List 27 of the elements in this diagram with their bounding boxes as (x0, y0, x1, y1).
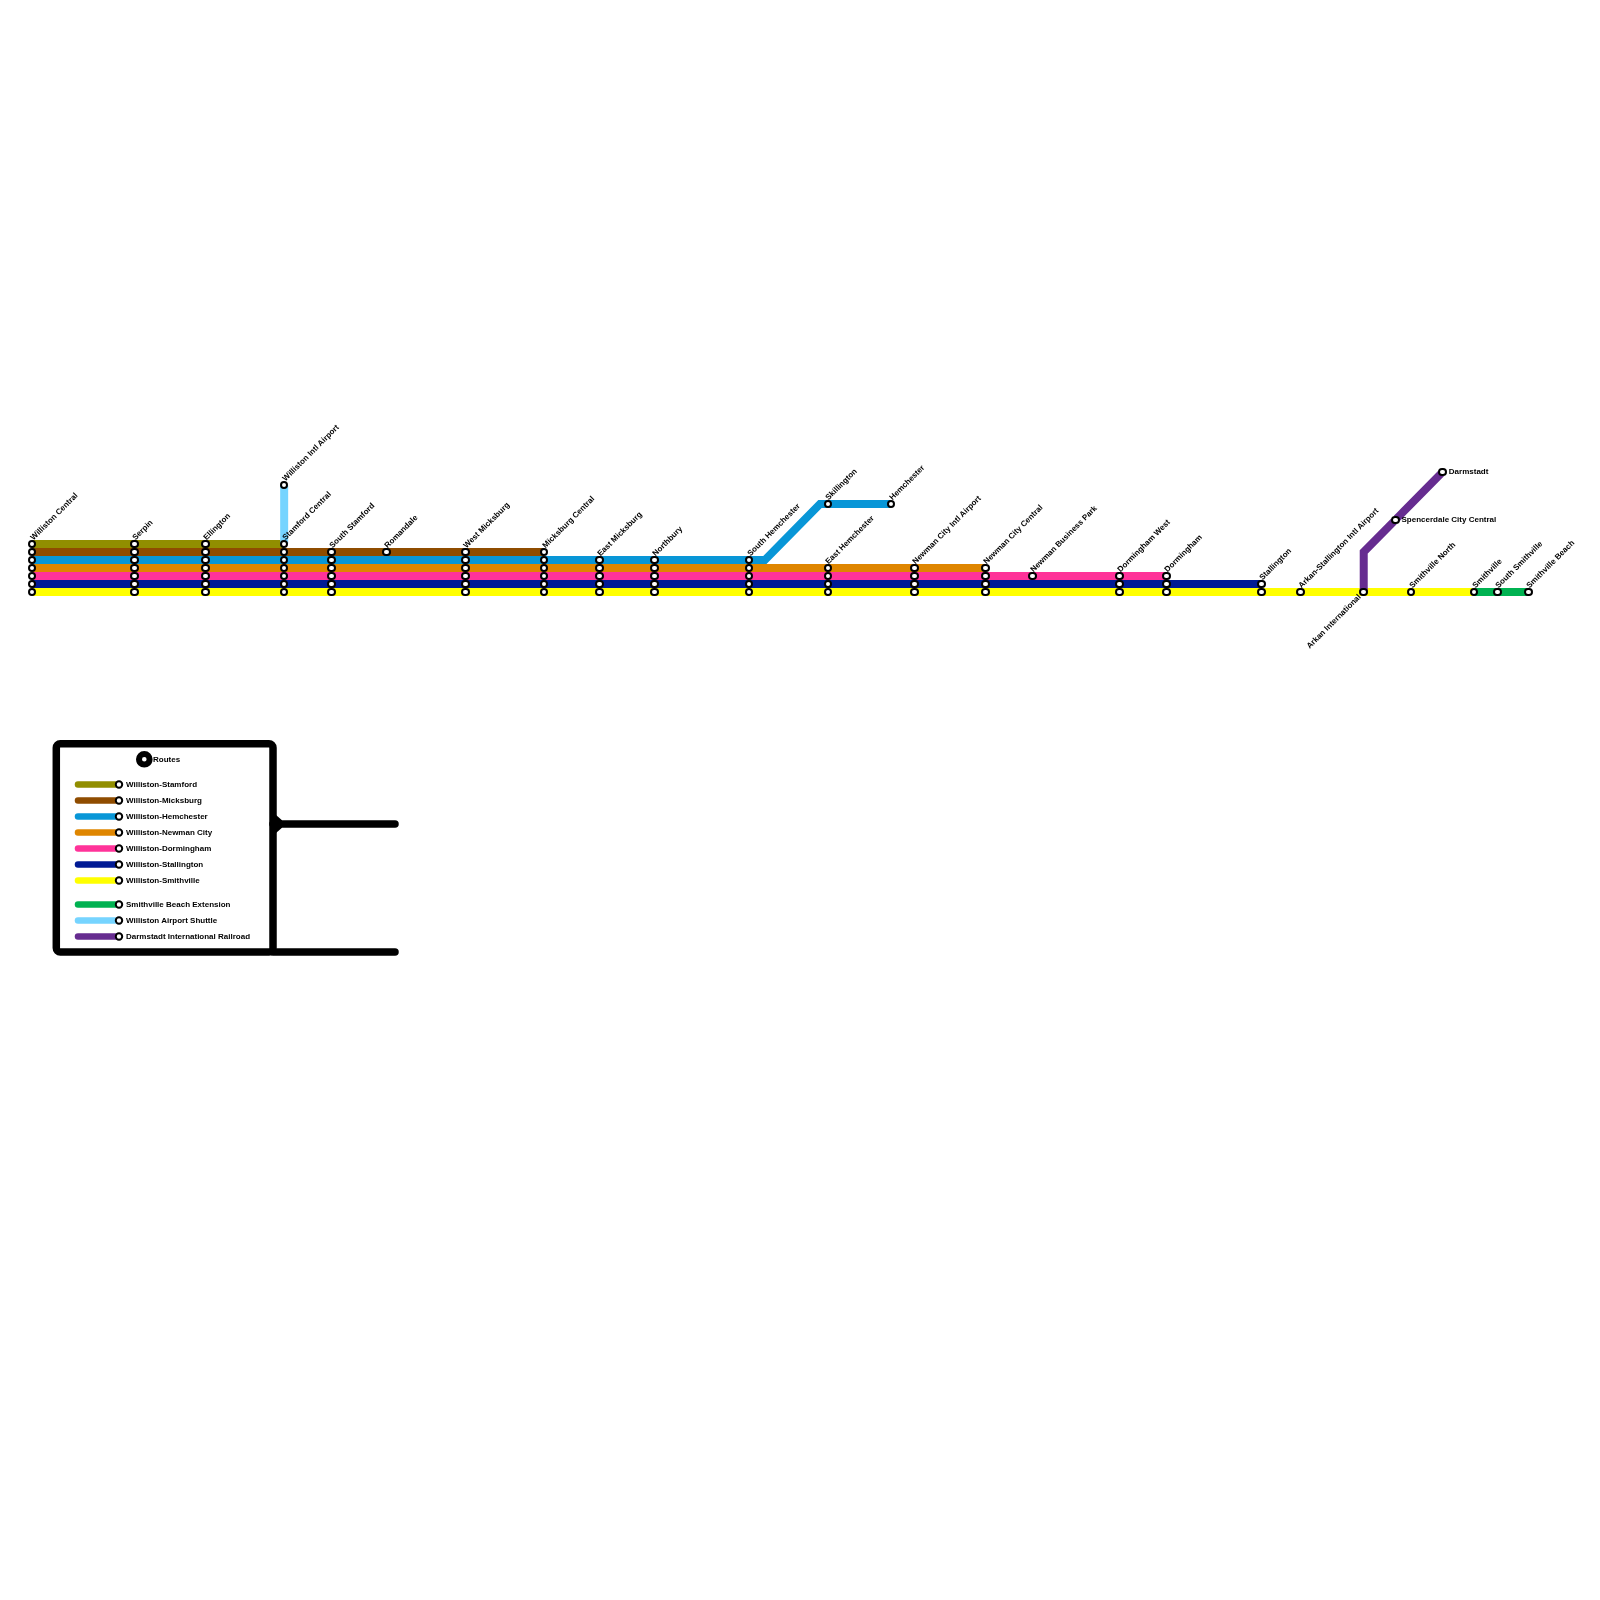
route-line (749, 580, 828, 588)
route-line (1364, 588, 1411, 596)
legend-title: Routes (153, 754, 181, 764)
legend-label: Darmstadt International Railroad (126, 931, 251, 941)
route-line (749, 588, 828, 596)
route-line (828, 500, 891, 508)
route-line (1411, 588, 1474, 596)
route-line (749, 564, 828, 572)
legend-label: Williston-Newman City (126, 827, 213, 837)
route-line (1498, 588, 1528, 596)
legend-label: Williston-Dormingham (126, 843, 212, 853)
route-line (280, 485, 289, 544)
legend-label: Smithville Beach Extension (126, 899, 231, 909)
route-line (749, 500, 828, 564)
legend-label: Williston-Hemchester (126, 811, 208, 821)
station-label: Spencerdale City Central (1401, 516, 1497, 524)
legend-label: Williston-Micksburg (126, 795, 202, 805)
legend-label: Williston Airport Shuttle (126, 915, 218, 925)
route-line (749, 572, 828, 580)
legend-label: Williston-Stallington (126, 859, 204, 869)
route-line (1359, 520, 1395, 592)
legend-label: Williston-Stamford (126, 779, 198, 789)
route-line (1167, 588, 1261, 596)
route-line (1167, 580, 1261, 588)
legend-label: Williston-Smithville (126, 875, 200, 885)
route-line (1395, 472, 1443, 520)
station-label: Darmstadt (1448, 468, 1489, 476)
